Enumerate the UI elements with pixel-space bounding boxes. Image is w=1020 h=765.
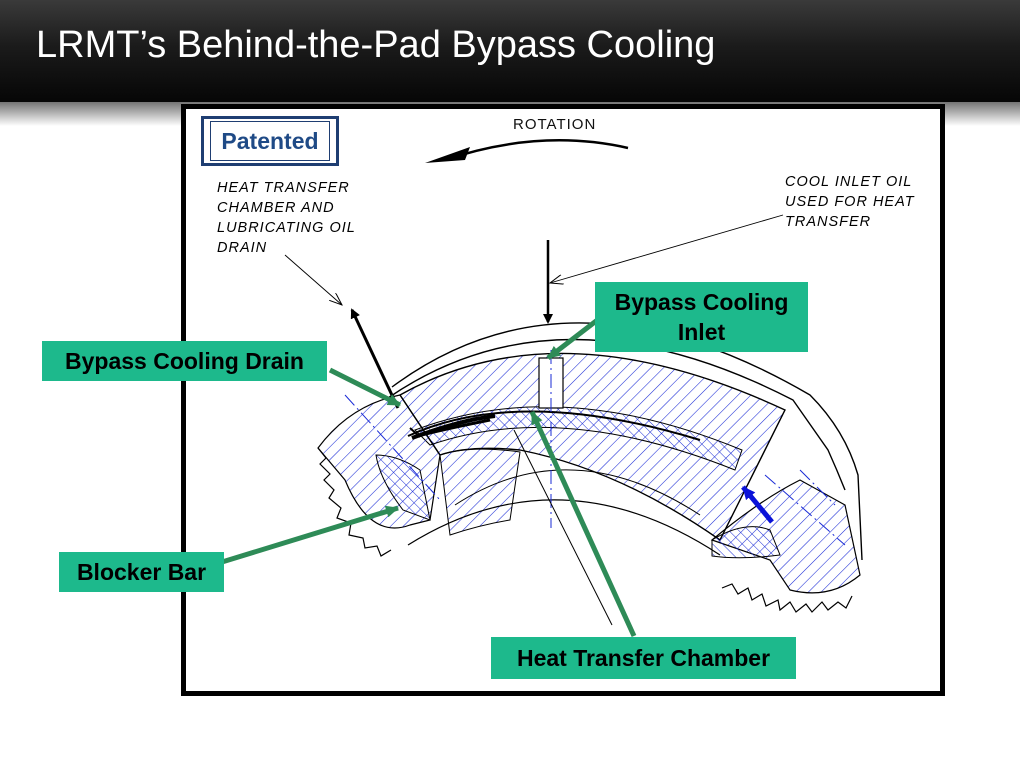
note-heat-transfer: HEAT TRANSFER CHAMBER AND LUBRICATING OI… <box>217 180 356 256</box>
callout-blocker-bar: Blocker Bar <box>59 552 224 592</box>
rotation-label: ROTATION <box>513 116 597 133</box>
patented-badge: Patented <box>201 116 339 166</box>
patented-text: Patented <box>210 121 330 161</box>
callout-heat-transfer-chamber: Heat Transfer Chamber <box>491 637 796 679</box>
callout-bypass-cooling-drain: Bypass Cooling Drain <box>42 341 327 381</box>
note-cool-inlet: COOL INLET OIL USED FOR HEAT TRANSFER <box>785 174 915 230</box>
title-bar <box>0 0 1020 102</box>
callout-bypass-cooling-inlet: Bypass Cooling Inlet <box>595 282 808 352</box>
slide-title: LRMT’s Behind-the-Pad Bypass Cooling <box>36 24 716 66</box>
